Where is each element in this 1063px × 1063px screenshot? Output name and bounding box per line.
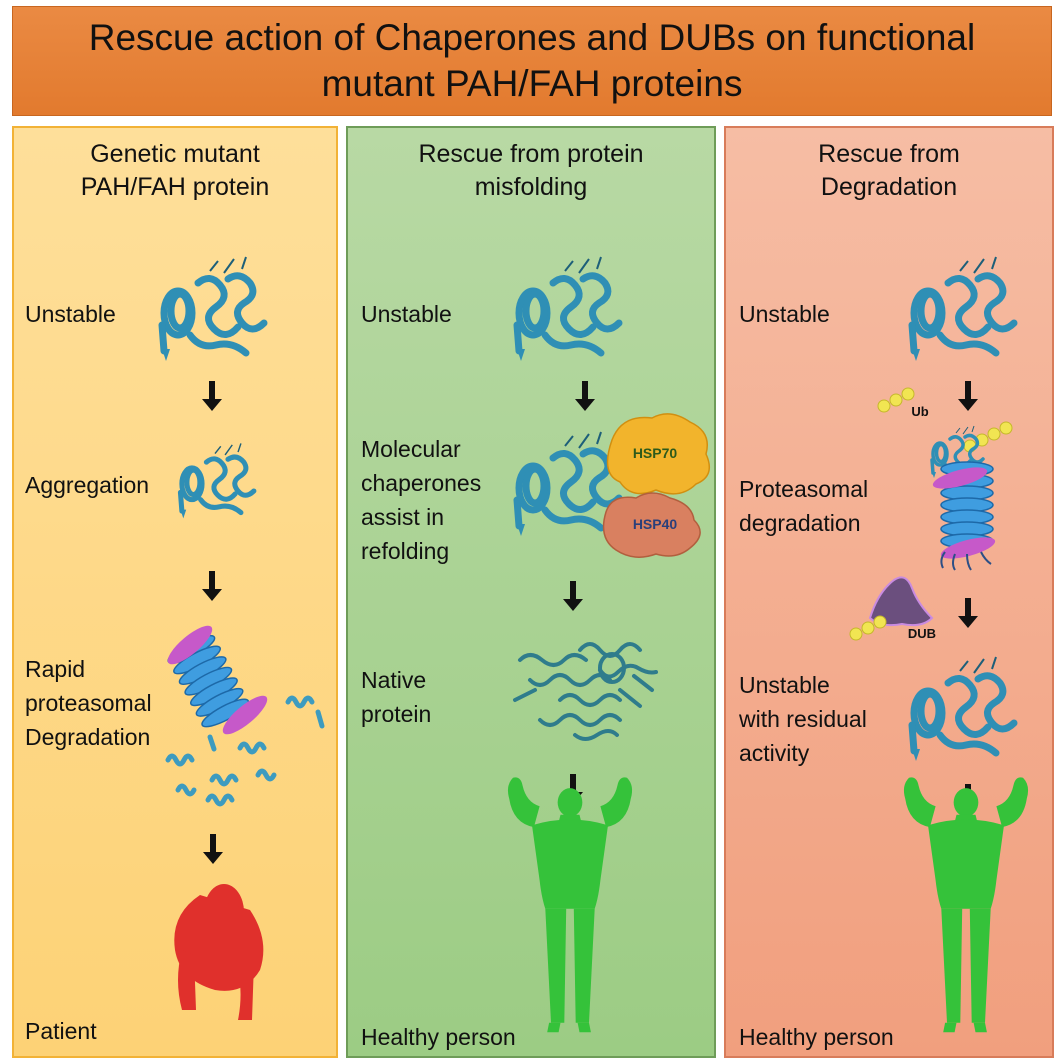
step-label-aggregation: Aggregation — [25, 472, 150, 498]
protein-fragments-icon — [165, 695, 325, 807]
arrow-down-icon — [202, 571, 222, 601]
panel-misfolding-rescue: Rescue from protein misfolding — [346, 126, 716, 1058]
protein-icon — [912, 657, 1014, 761]
protein-icon — [180, 443, 253, 518]
protein-icon — [912, 257, 1014, 361]
patient-figure-icon — [174, 884, 264, 1020]
step-label-residual: Unstable with residual activity — [739, 672, 867, 766]
step-label-healthy: Healthy person — [361, 1024, 516, 1050]
native-protein-icon — [513, 642, 658, 741]
proteasome-icon — [164, 625, 268, 735]
ubiquitin-chain-icon: Ub — [877, 387, 929, 419]
svg-text:HSP70: HSP70 — [633, 445, 678, 461]
page-title: Rescue action of Chaperones and DUBs on … — [88, 17, 976, 104]
step-label-chaperones: Molecular chaperones assist in refolding — [361, 436, 482, 564]
step-label-patient: Patient — [25, 1018, 97, 1044]
title-banner: Rescue action of Chaperones and DUBs on … — [12, 6, 1052, 116]
healthy-person-icon — [507, 777, 633, 1033]
svg-text:DUB: DUB — [908, 626, 936, 641]
hsp40-chaperone-icon: HSP40 — [602, 492, 701, 558]
arrow-down-icon — [958, 598, 978, 628]
protein-icon — [517, 257, 619, 361]
arrow-down-icon — [958, 381, 978, 411]
protein-icon — [162, 257, 264, 361]
arrow-down-icon — [203, 834, 223, 864]
step-label-unstable: Unstable — [361, 301, 452, 327]
dub-icon: DUB — [849, 576, 936, 641]
step-label-healthy: Healthy person — [739, 1024, 894, 1050]
step-label-degradation: Rapid proteasomal Degradation — [25, 656, 152, 750]
panel-title: Rescue from Degradation — [818, 140, 960, 201]
arrow-down-icon — [575, 381, 595, 411]
panel-title: Rescue from protein misfolding — [418, 140, 644, 201]
svg-text:Ub: Ub — [911, 404, 928, 419]
step-label-proteasomal: Proteasomal degradation — [739, 476, 869, 536]
step-label-unstable: Unstable — [739, 301, 830, 327]
arrow-down-icon — [563, 581, 583, 611]
healthy-person-icon — [903, 777, 1029, 1033]
proteasome-icon — [932, 461, 996, 571]
arrow-down-icon — [202, 381, 222, 411]
step-label-native: Native protein — [361, 667, 432, 727]
step-label-unstable: Unstable — [25, 301, 116, 327]
panel-title: Genetic mutant PAH/FAH protein — [80, 140, 270, 201]
hsp70-chaperone-icon: HSP70 — [606, 413, 711, 495]
panel-genetic-mutant: Genetic mutant PAH/FAH protein — [12, 126, 338, 1058]
svg-text:HSP40: HSP40 — [633, 516, 678, 532]
